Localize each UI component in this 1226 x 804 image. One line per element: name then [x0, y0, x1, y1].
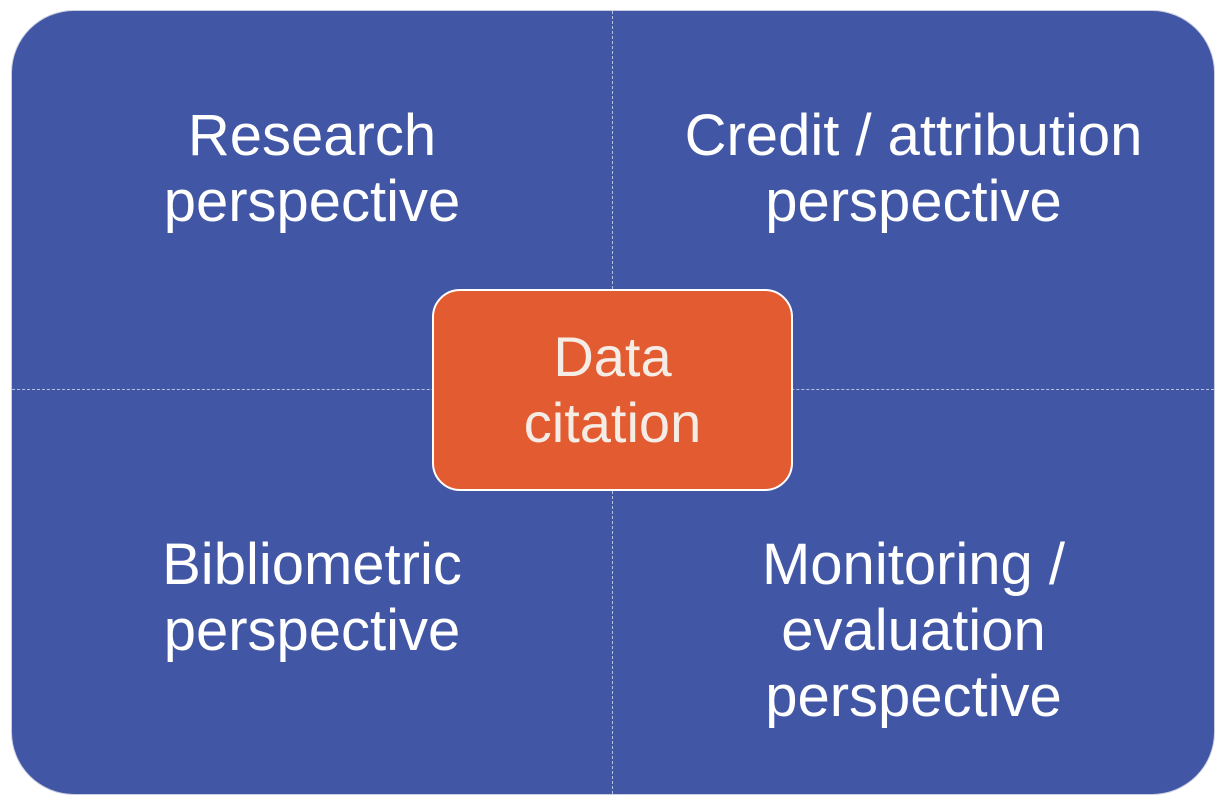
- center-data-citation-box: Data citation: [432, 289, 793, 491]
- quadrant-label-line: perspective: [163, 598, 461, 663]
- quadrant-board: Research perspective Credit / attributio…: [12, 11, 1214, 794]
- center-label-line: Data: [553, 325, 672, 388]
- quadrant-label-line: perspective: [163, 169, 461, 234]
- quadrant-label-line: evaluation: [781, 598, 1046, 663]
- quadrant-label-line: Monitoring /: [761, 532, 1066, 597]
- quadrant-label-line: Bibliometric: [162, 532, 462, 597]
- quadrant-label-line: perspective: [765, 169, 1062, 234]
- quadrant-monitoring-evaluation-perspective: Monitoring / evaluation perspective: [613, 532, 1214, 730]
- quadrant-label-line: Credit / attribution: [684, 103, 1143, 168]
- quadrant-label-line: perspective: [765, 664, 1062, 729]
- quadrant-label-line: Research: [187, 103, 437, 168]
- quadrant-bibliometric-perspective: Bibliometric perspective: [12, 532, 612, 664]
- quadrant-credit-attribution-perspective: Credit / attribution perspective: [613, 103, 1214, 235]
- quadrant-research-perspective: Research perspective: [12, 103, 612, 235]
- center-label-line: citation: [523, 391, 702, 454]
